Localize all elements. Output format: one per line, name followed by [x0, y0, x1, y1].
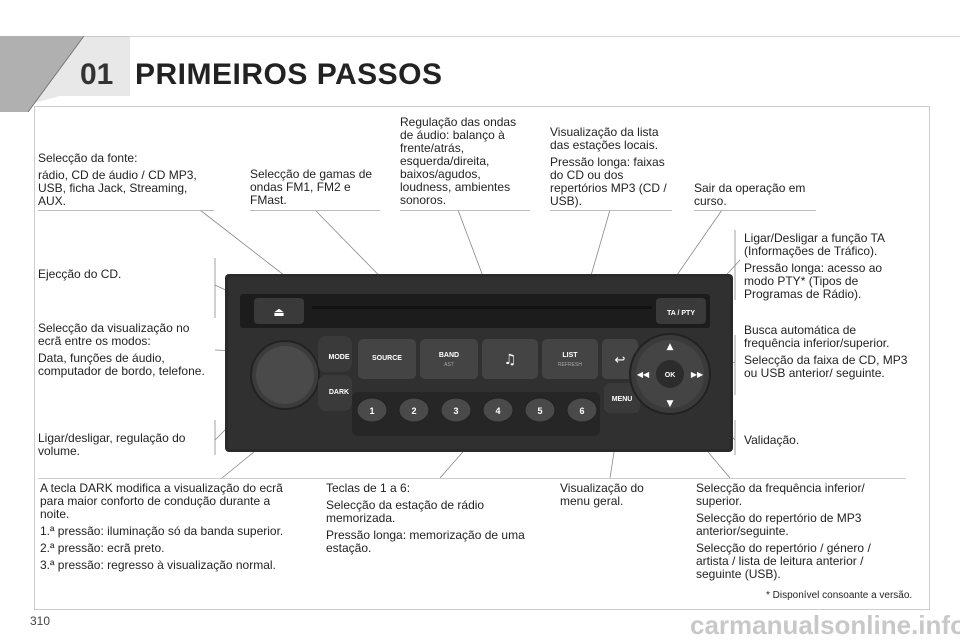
- ok-button: [656, 360, 684, 388]
- preset-button-6[interactable]: [566, 397, 598, 423]
- callout-list-text-2: Pressão longa: faixas do CD ou dos reper…: [550, 155, 667, 208]
- callout-dark-text-1: A tecla DARK modifica a visualização do …: [40, 481, 283, 521]
- callout-ok: Validação.: [744, 434, 864, 451]
- preset-label-5: 5: [537, 406, 542, 416]
- source-label: SOURCE: [372, 355, 402, 362]
- content-frame: [34, 106, 930, 610]
- callout-updown-text-3: Selecção do repertório / género / artist…: [696, 541, 871, 581]
- list-button: [542, 339, 598, 379]
- callout-ta: Ligar/Desligar a função TA (Informações …: [744, 232, 906, 305]
- callout-audio-text: Regulação das ondas de áudio: balanço à …: [400, 115, 517, 207]
- list-sublabel: REFRESH: [558, 362, 582, 368]
- callout-seek-text-2: Selecção da faixa de CD, MP3 ou USB ante…: [744, 353, 908, 380]
- list-label: LIST: [562, 352, 578, 359]
- ffw-label: ▶▶: [691, 370, 704, 379]
- callout-eject-text: Ejecção do CD.: [38, 267, 122, 281]
- callout-volume: Ligar/desligar, regulação do volume.: [38, 432, 210, 462]
- preset-button-5[interactable]: [524, 397, 556, 423]
- chapter-title: PRIMEIROS PASSOS: [135, 58, 443, 91]
- preset-label-1: 1: [369, 406, 374, 416]
- ok-label: OK: [665, 372, 676, 379]
- callout-ok-text: Validação.: [744, 433, 800, 447]
- back-label: ↩: [615, 353, 626, 368]
- preset-button-1[interactable]: [356, 397, 388, 423]
- chapter-tab-background: [0, 36, 960, 112]
- callout-numbers-text-3: Pressão longa: memorização de uma estaçã…: [326, 528, 525, 555]
- callout-dark-text-3: 2.ª pressão: ecrã preto.: [40, 541, 165, 555]
- up-label: ▲: [667, 342, 674, 352]
- preset-button-3[interactable]: [440, 397, 472, 423]
- callout-dark-text-4: 3.ª pressão: regresso à visualização nor…: [40, 558, 276, 572]
- preset-label-6: 6: [579, 406, 584, 416]
- mode-button: [318, 336, 352, 372]
- music-button: [482, 339, 538, 379]
- down-label: ▼: [667, 399, 674, 409]
- preset-label-2: 2: [411, 406, 416, 416]
- music-label: ♫: [504, 352, 517, 368]
- callout-seek: Busca automática de frequência inferior/…: [744, 324, 908, 384]
- callout-source-text: rádio, CD de áudio / CD MP3, USB, ficha …: [38, 168, 197, 208]
- callout-source: Selecção da fonte: rádio, CD de áudio / …: [38, 152, 214, 211]
- callout-updown: Selecção da frequência inferior/ superio…: [696, 482, 896, 585]
- mode-label: MODE: [329, 354, 350, 361]
- footnote: * Disponível consoante a versão.: [766, 590, 913, 601]
- callout-volume-text: Ligar/desligar, regulação do volume.: [38, 431, 186, 458]
- chapter-number: 01: [80, 58, 114, 91]
- preset-button-2[interactable]: [398, 397, 430, 423]
- callout-dark-text-2: 1.ª pressão: iluminação só da banda supe…: [40, 524, 284, 538]
- callout-band: Selecção de gamas de ondas FM1, FM2 e FM…: [250, 168, 380, 211]
- ta-pty-button: TA / PTY: [656, 298, 706, 324]
- callout-numbers-text-1: Teclas de 1 a 6:: [326, 481, 411, 495]
- callout-ta-text-2: Pressão longa: acesso ao modo PTY* (Tipo…: [744, 261, 883, 301]
- callout-seek-text-1: Busca automática de frequência inferior/…: [744, 323, 890, 350]
- callout-list: Visualização da lista das estações locai…: [550, 126, 672, 211]
- menu-button: [604, 383, 640, 413]
- preset-label-3: 3: [453, 406, 458, 416]
- back-button: [602, 339, 638, 379]
- callout-mode-text-2: Data, funções de áudio, computador de bo…: [38, 351, 205, 378]
- rew-label: ◀◀: [637, 370, 650, 379]
- dark-label: DARK: [329, 389, 349, 396]
- svg-text:⏏: ⏏: [273, 305, 284, 319]
- watermark: carmanualsonline.info: [690, 610, 960, 640]
- band-button: [420, 339, 478, 379]
- callout-back-text: Sair da operação em curso.: [694, 181, 806, 208]
- callout-back: Sair da operação em curso.: [694, 182, 816, 211]
- callout-mode: Selecção da visualização no ecrã entre o…: [38, 322, 210, 382]
- callout-audio: Regulação das ondas de áudio: balanço à …: [400, 116, 530, 211]
- bottom-rule: [38, 478, 906, 479]
- band-label: BAND: [439, 352, 459, 359]
- callout-source-title: Selecção da fonte:: [38, 151, 138, 165]
- callout-menu: Visualização do menu geral.: [560, 482, 670, 512]
- callout-dark: A tecla DARK modifica a visualização do …: [40, 482, 302, 576]
- callout-ta-text-1: Ligar/Desligar a função TA (Informações …: [744, 231, 885, 258]
- menu-label: MENU: [612, 396, 633, 403]
- callout-numbers-text-2: Selecção da estação de rádio memorizada.: [326, 498, 485, 525]
- callout-updown-text-2: Selecção do repertório de MP3 anterior/s…: [696, 511, 862, 538]
- preset-label-4: 4: [495, 406, 500, 416]
- source-button: [358, 339, 416, 379]
- dark-button: [318, 375, 352, 411]
- band-sublabel: AST: [444, 362, 454, 368]
- preset-button-4[interactable]: [482, 397, 514, 423]
- callout-list-text-1: Visualização da lista das estações locai…: [550, 125, 659, 152]
- callout-mode-text-1: Selecção da visualização no ecrã entre o…: [38, 321, 190, 348]
- eject-button: ⏏: [254, 298, 304, 324]
- callout-numbers: Teclas de 1 a 6: Selecção da estação de …: [326, 482, 526, 559]
- callout-menu-text: Visualização do menu geral.: [560, 481, 644, 508]
- callout-eject: Ejecção do CD.: [38, 268, 208, 285]
- callout-updown-text-1: Selecção da frequência inferior/ superio…: [696, 481, 865, 508]
- ta-label: TA / PTY: [667, 310, 695, 317]
- callout-band-text: Selecção de gamas de ondas FM1, FM2 e FM…: [250, 167, 373, 207]
- page-number: 310: [30, 614, 51, 628]
